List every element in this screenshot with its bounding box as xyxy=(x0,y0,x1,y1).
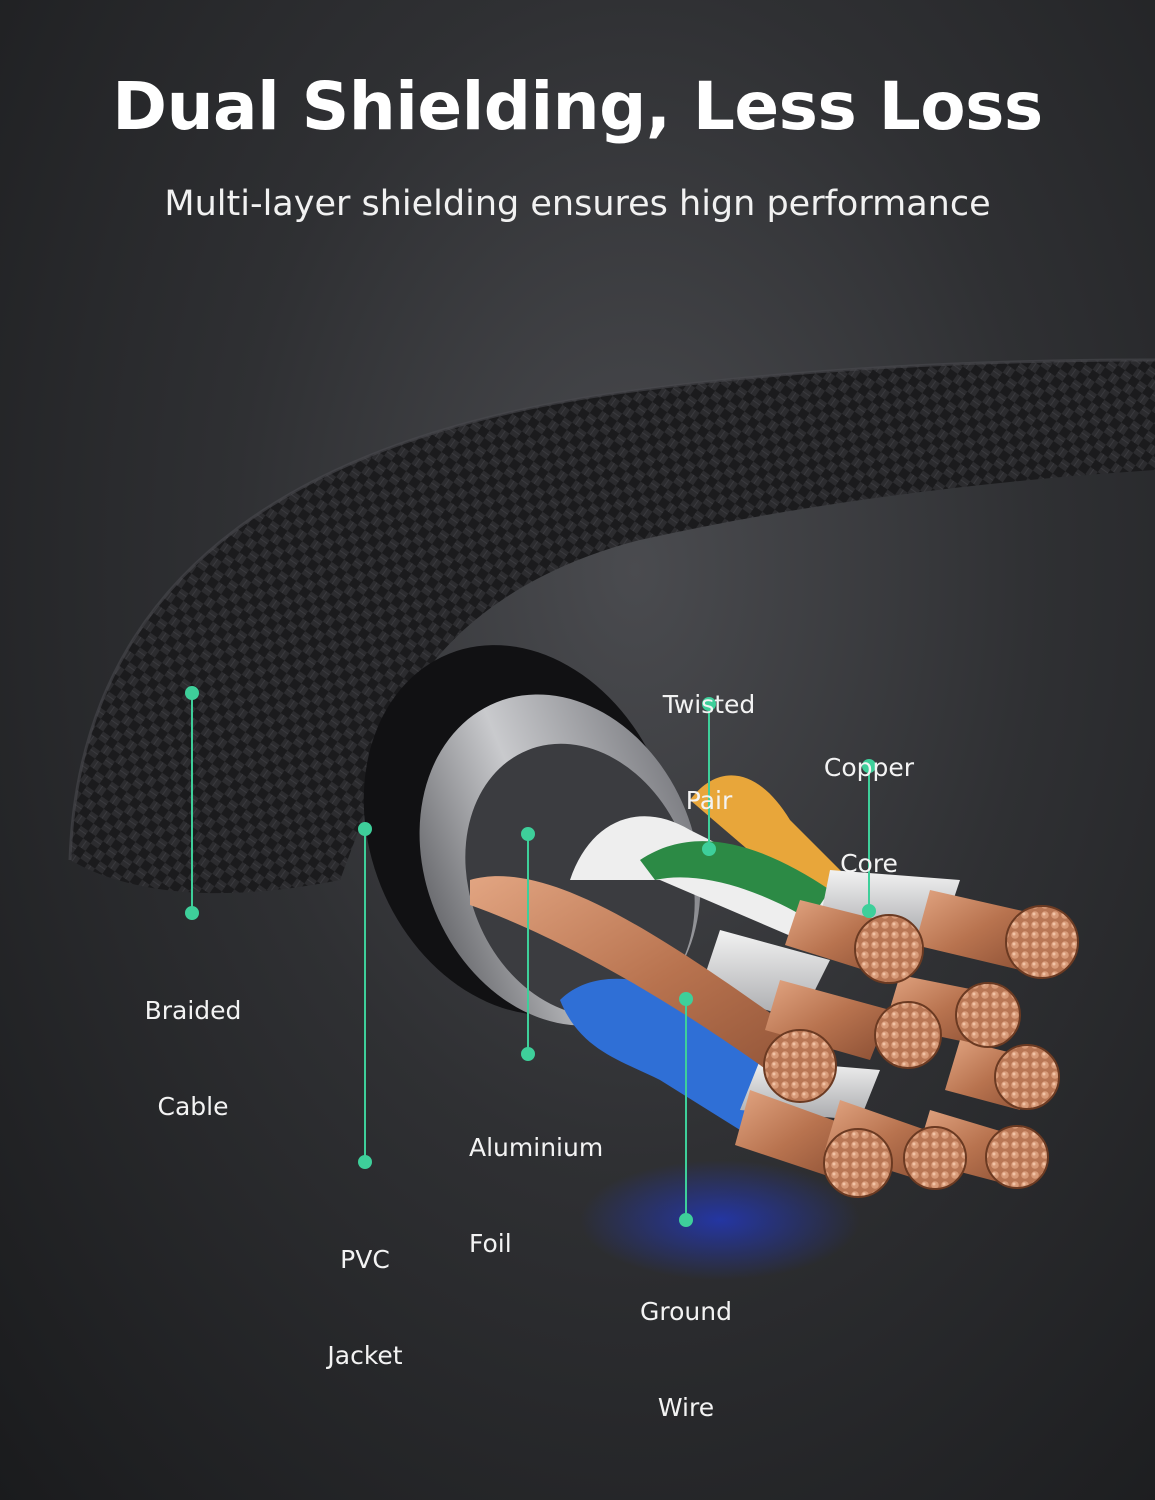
callout-line1: Twisted xyxy=(662,690,756,719)
callout-line1: PVC xyxy=(340,1245,390,1274)
callout-pvc-jacket: PVC Jacket xyxy=(300,1180,430,1404)
callout-ground-wire: Ground Wire xyxy=(616,1232,756,1456)
callout-line1: Braided xyxy=(144,996,242,1025)
headline: Dual Shielding, Less Loss xyxy=(112,68,1043,145)
callout-copper-core: Copper Core xyxy=(804,688,934,912)
callout-braided-cable: Braided Cable xyxy=(118,931,268,1155)
ground-wire-strand xyxy=(470,876,830,1095)
copper-conductor-ends xyxy=(763,905,1079,1198)
callout-line2: Wire xyxy=(657,1393,715,1422)
callout-line2: Jacket xyxy=(327,1341,403,1370)
callout-twisted-pair: Twisted Pair xyxy=(644,625,774,849)
callout-line2: Foil xyxy=(469,1229,512,1258)
callout-line2: Core xyxy=(840,849,898,878)
callout-lines xyxy=(185,686,876,1227)
callout-line1: Aluminium xyxy=(469,1133,604,1162)
callout-line1: Copper xyxy=(823,753,915,782)
callout-aluminium-foil: Aluminium Foil xyxy=(469,1068,629,1292)
braided-cable-body xyxy=(70,360,1155,894)
callout-line1: Ground xyxy=(640,1297,732,1326)
callout-line2: Cable xyxy=(157,1092,229,1121)
callout-line2: Pair xyxy=(685,786,733,815)
subheadline: Multi-layer shielding ensures hign perfo… xyxy=(164,184,991,224)
